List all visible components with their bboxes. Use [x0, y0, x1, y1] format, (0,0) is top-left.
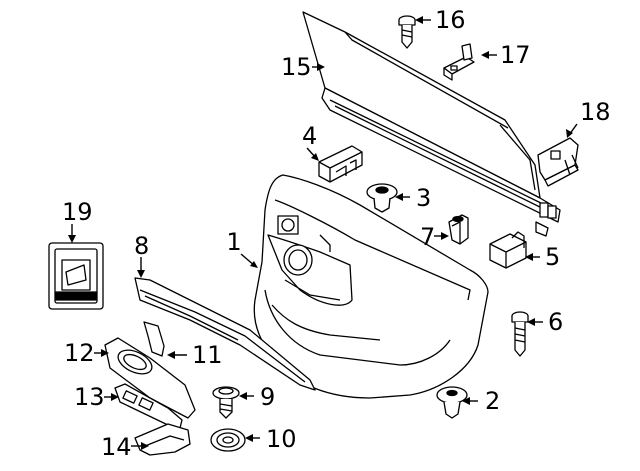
part-12-speaker-cover: [104, 337, 196, 419]
part-16-screw: [398, 15, 416, 49]
callout-8: 8: [134, 232, 149, 260]
callout-10: 10: [266, 425, 297, 453]
part-14-trim-cover: [134, 423, 191, 456]
part-17-clip: [443, 43, 475, 81]
arrow-heads: [68, 16, 573, 450]
callout-3: 3: [416, 184, 431, 212]
part-8-trim-strip: [134, 277, 316, 391]
callout-16: 16: [435, 6, 466, 34]
part-15-panel: [302, 11, 561, 237]
part-1-door-panel: [253, 174, 489, 399]
callout-14: 14: [101, 433, 132, 461]
callout-15: 15: [281, 53, 312, 81]
part-6-bolt: [511, 311, 529, 357]
callout-2: 2: [485, 387, 500, 415]
part-9-screw: [212, 386, 240, 419]
part-4-clip: [318, 145, 363, 183]
part-18-bracket: [537, 137, 579, 187]
part-19-switch-module: [48, 242, 104, 310]
part-7-plug: [448, 214, 469, 245]
callout-13: 13: [74, 383, 105, 411]
callout-18: 18: [580, 98, 611, 126]
callout-5: 5: [545, 243, 560, 271]
callout-7: 7: [420, 223, 435, 251]
callout-4: 4: [302, 122, 317, 150]
part-5-clip: [489, 231, 527, 269]
callout-1: 1: [226, 228, 241, 256]
callout-17: 17: [500, 41, 531, 69]
callout-11: 11: [192, 341, 223, 369]
callout-labels: 1 2 3 4 5 6 7 8 9 10 11 12 13 14 15 16 1…: [62, 6, 611, 461]
part-11-strip: [143, 321, 165, 357]
callout-6: 6: [548, 308, 563, 336]
callout-19: 19: [62, 198, 93, 226]
callout-12: 12: [64, 339, 95, 367]
callout-9: 9: [260, 383, 275, 411]
part-10-nut: [210, 428, 246, 452]
part-2-rivet: [436, 386, 468, 419]
part-3-rivet: [366, 183, 398, 213]
part-13-switch-trim: [114, 383, 183, 429]
